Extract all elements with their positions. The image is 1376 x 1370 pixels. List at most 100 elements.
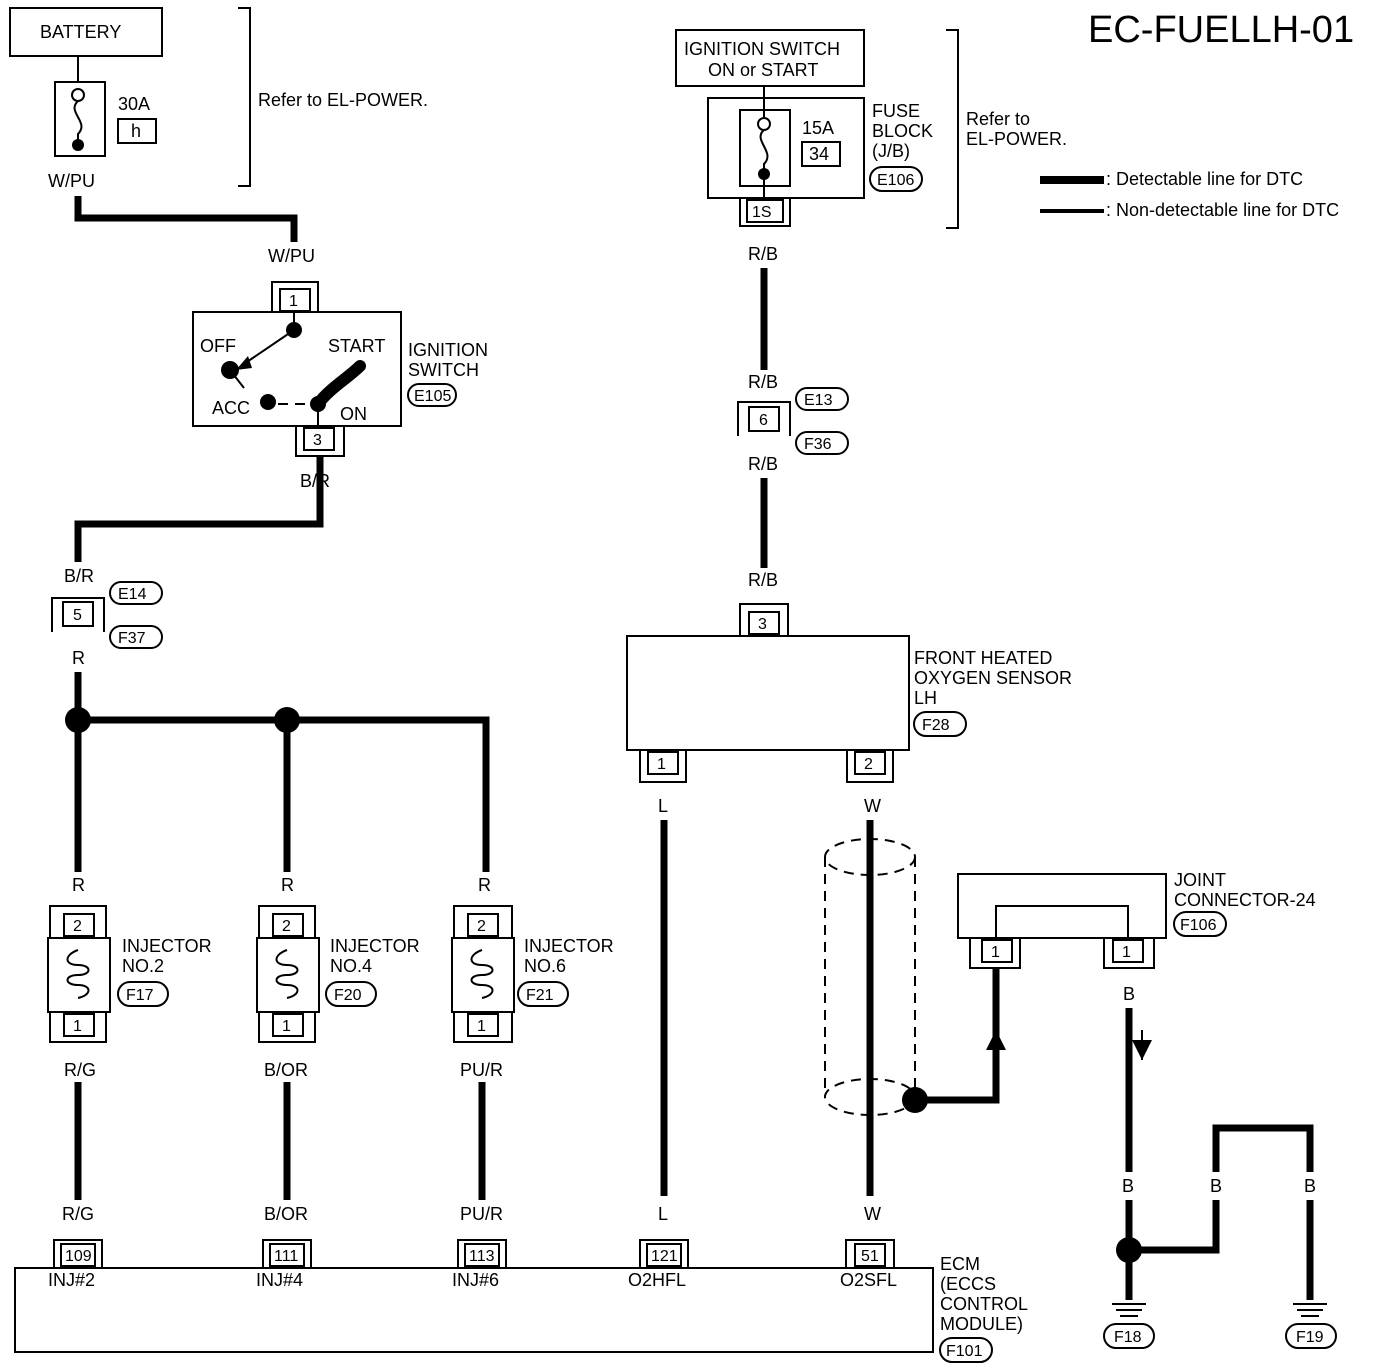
fuse-block-amp: 15A [802,118,834,138]
injector-no6: R 2 1 INJECTOR NO.6 F21 PU/R [451,875,614,1080]
inj2-name-2: NO.2 [122,956,164,976]
ign-pin-out-box [303,427,335,451]
o2-conn: F28 [922,717,950,734]
ign-on-label: ON [340,404,367,424]
inj4-name-1: INJECTOR [330,936,420,956]
inj4-pin-top: 2 [282,918,291,935]
jc-left-conn-bot: F37 [118,630,146,647]
legend-non-detectable-label: : Non-detectable line for DTC [1106,200,1339,220]
wire-w-pu [74,196,298,242]
battery-fuse-id: h [131,121,141,141]
fuse-block-name-2: BLOCK [872,121,933,141]
ign-name-1: IGNITION [408,340,488,360]
fuse-block-refer-2: EL-POWER. [966,129,1067,149]
wire-rb-2: R/B [748,570,778,590]
ecm-box [14,1267,934,1353]
joint-name-2: CONNECTOR-24 [1174,890,1316,910]
wire-b-r [74,456,324,562]
ecm-pin-inj2: 109 [65,1248,92,1265]
ecm-pin-113: 113 INJ#6 [452,1239,507,1290]
battery-fuse-id-box [117,118,157,144]
jc-left-conn-top: E14 [118,586,147,603]
ecm-label-inj4: INJ#4 [256,1270,303,1290]
jc-right-conn-bot: F36 [804,436,832,453]
ign-pin-out: 3 [313,432,322,449]
inj4-wire-bot: B/OR [264,1060,308,1080]
joint-pin-l: 1 [991,944,1000,961]
battery-box [9,7,163,57]
fuse-block-refer-1: Refer to [966,109,1030,129]
jc-left-pin: 5 [73,607,82,624]
inj2-conn: F17 [126,987,154,1004]
inj2-wire-top: R [72,875,85,895]
ecm: 109 INJ#2 111 INJ#4 113 INJ#6 121 O2HFL … [14,1239,1028,1363]
inj6-wire-top: R [478,875,491,895]
inj6-pin-bot: 1 [477,1018,486,1035]
ecm-pin-51: 51 O2SFL [840,1239,897,1290]
joint-connector-e13: 6 E13 F36 [737,387,849,455]
jc-left-wire-top: B/R [64,566,94,586]
ign-pin-in: 1 [289,293,298,310]
ecm-label-o2hfl: O2HFL [628,1270,686,1290]
ecm-wire-o2sfl: W [864,1204,881,1224]
ign-top-label-1: IGNITION SWITCH [684,39,840,59]
o2-pin-top: 3 [758,616,767,633]
ign-name-2: SWITCH [408,360,479,380]
o2-name-3: LH [914,688,937,708]
fuse-block-name-3: (J/B) [872,141,910,161]
ecm-name-1: ECM [940,1254,980,1274]
ecm-name-4: MODULE) [940,1314,1023,1334]
ecm-pin-o2hfl: 121 [651,1248,678,1265]
inj6-conn: F21 [526,987,554,1004]
diagram-title: EC-FUELLH-01 [1088,9,1354,51]
inj2-pin-top: 2 [73,918,82,935]
joint-pin-r: 1 [1122,944,1131,961]
o2-sensor-box [626,635,910,751]
ignition-switch-on-start: IGNITION SWITCH ON or START [675,29,865,87]
inj4-conn: F20 [334,987,362,1004]
ign-conn: E105 [414,388,451,405]
ecm-name-3: CONTROL [940,1294,1028,1314]
battery-label: BATTERY [40,22,121,42]
injector-no4: R 2 1 INJECTOR NO.4 F20 B/OR [256,875,420,1080]
ground-g1: F18 [1114,1329,1142,1346]
ecm-wire-inj6: PU/R [460,1204,503,1224]
battery-refer: Refer to EL-POWER. [258,90,428,110]
jc-left-wire-bot: R [72,648,85,668]
ign-wire-out-color: B/R [300,471,330,491]
jc-right-wire-top: R/B [748,372,778,392]
jc-right-conn-top: E13 [804,392,833,409]
ecm-pin-111: 111 INJ#4 [256,1239,312,1290]
ecm-pin-o2sfl: 51 [861,1248,879,1265]
jc-right-wire-bot: R/B [748,454,778,474]
inj6-wire-bot: PU/R [460,1060,503,1080]
ecm-pin-109: 109 INJ#2 [48,1239,103,1290]
joint-name-1: JOINT [1174,870,1226,890]
ground-g2: F19 [1296,1329,1324,1346]
battery-wire-color: W/PU [48,171,95,191]
inj6-name-2: NO.6 [524,956,566,976]
inj2-name-1: INJECTOR [122,936,212,956]
legend-detectable-label: : Detectable line for DTC [1106,169,1303,189]
joint-connector-e14: 5 E14 F37 [51,581,163,649]
o2-name-1: FRONT HEATED [914,648,1052,668]
ign-top-label-2: ON or START [708,60,818,80]
inj4-wire-top: R [281,875,294,895]
ign-wire-in-color: W/PU [268,246,315,266]
ign-acc-label: ACC [212,398,250,418]
fuse-block-pin: 1S [752,204,772,221]
joint-connector-24: 1 1 JOINT CONNECTOR-24 F106 [957,870,1316,969]
ecm-wire-o2hfl: L [658,1204,668,1224]
o2-wire-l: L [658,796,668,816]
inj6-pin-top: 2 [477,918,486,935]
ecm-label-inj2: INJ#2 [48,1270,95,1290]
wire-injector-feed [78,716,490,872]
ecm-name-2: (ECCS [940,1274,996,1294]
ground-wire-b2: B [1210,1176,1222,1196]
o2-wire-r: W [864,796,881,816]
o2-name-2: OXYGEN SENSOR [914,668,1072,688]
joint-wire-b: B [1123,984,1135,1004]
ecm-label-inj6: INJ#6 [452,1270,499,1290]
ecm-pin-inj4: 111 [274,1248,298,1265]
